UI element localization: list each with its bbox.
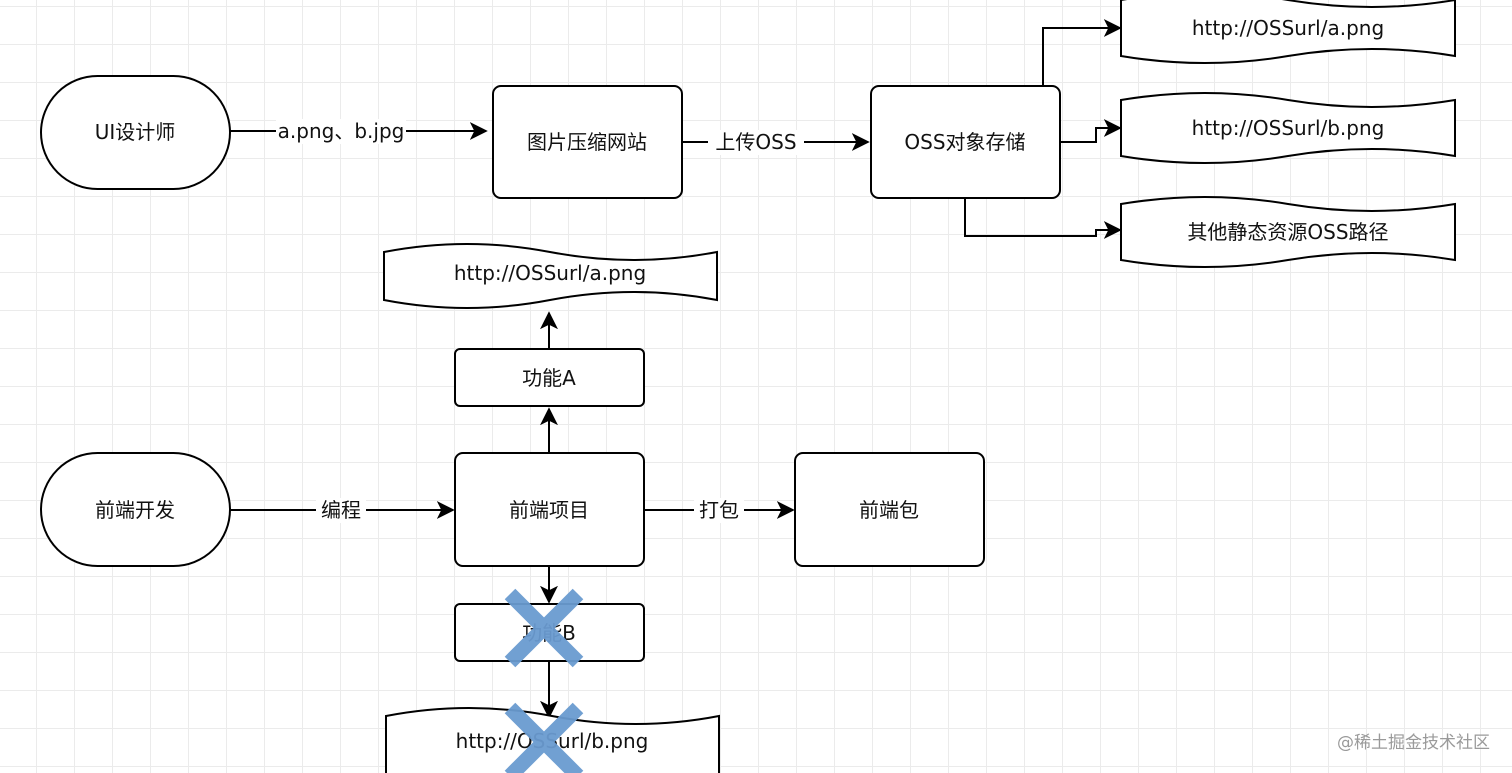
node-frontend-project	[454, 452, 645, 567]
label-oss-other: 其他静态资源OSS路径	[1187, 220, 1388, 244]
edge-label-upload-oss: 上传OSS	[715, 130, 796, 154]
edge-oss-to-url-a	[1042, 19, 1122, 85]
edge-oss-to-url-b	[1060, 119, 1122, 143]
node-compress-site	[492, 85, 683, 199]
node-oss-other	[1120, 196, 1456, 268]
edge-label-package: 打包	[699, 498, 739, 522]
watermark: @稀土掘金技术社区	[1337, 733, 1490, 753]
label-feature-a-url: http://OSSurl/a.png	[454, 261, 646, 285]
label-compress-site: 图片压缩网站	[527, 130, 647, 154]
node-ui-designer	[40, 75, 231, 190]
edge-label-files: a.png、b.jpg	[278, 119, 405, 143]
label-oss-url-a: http://OSSurl/a.png	[1192, 16, 1384, 40]
node-oss-url-b	[1120, 92, 1456, 164]
node-frontend-package	[794, 452, 985, 567]
label-feature-a: 功能A	[522, 366, 576, 390]
label-frontend-project: 前端项目	[509, 498, 589, 522]
edge-oss-to-other	[964, 198, 1122, 239]
node-oss-url-a	[1120, 0, 1456, 64]
cross-feature-b-url-icon	[504, 702, 584, 773]
cross-feature-b-icon	[504, 588, 584, 668]
node-oss-storage	[870, 85, 1061, 199]
label-frontend-package: 前端包	[859, 498, 919, 522]
node-frontend-dev	[40, 452, 231, 567]
label-oss-url-b: http://OSSurl/b.png	[1192, 116, 1385, 140]
node-feature-a-url	[383, 243, 718, 309]
label-oss-storage: OSS对象存储	[904, 130, 1025, 154]
label-ui-designer: UI设计师	[95, 120, 176, 144]
edge-label-coding: 编程	[321, 498, 361, 522]
label-frontend-dev: 前端开发	[95, 498, 175, 522]
node-feature-a	[454, 348, 645, 407]
